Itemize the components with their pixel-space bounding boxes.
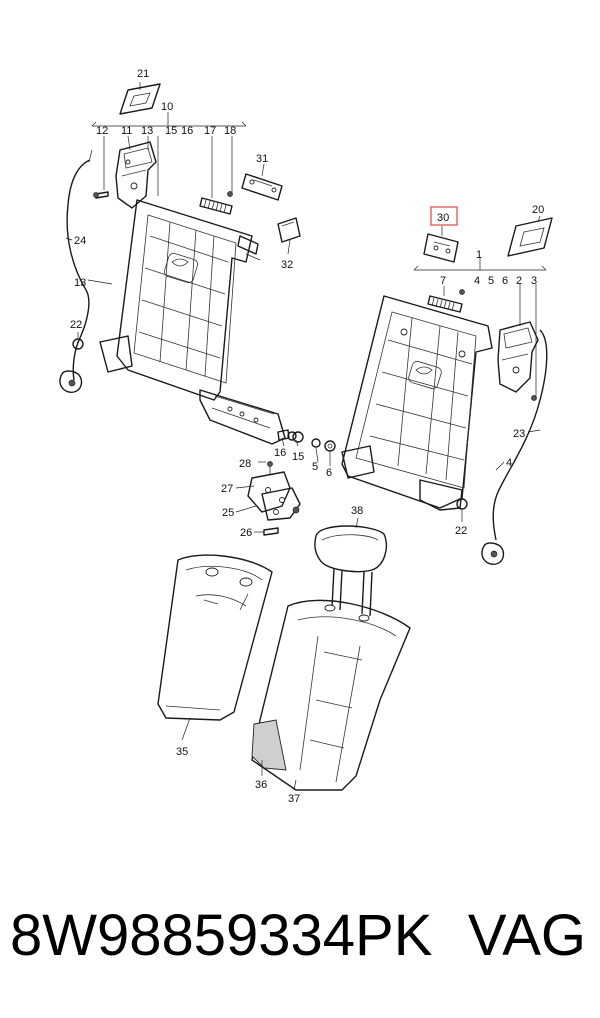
callout-18: 18 <box>224 125 236 137</box>
armrest-cushion <box>157 554 273 721</box>
callout-15: 15 <box>165 125 177 137</box>
callout-5: 5 <box>488 275 494 287</box>
callout-32: 32 <box>281 259 293 271</box>
callout-10: 10 <box>161 101 173 113</box>
callout-11: 11 <box>121 125 132 137</box>
callout-4: 4 <box>474 275 480 287</box>
leader-lines <box>65 82 547 791</box>
callout-labels: 21 10 12 11 13 15 16 17 18 31 24 13 32 2… <box>70 68 544 805</box>
left-pivot-cap <box>72 338 84 350</box>
left-backrest-frame <box>99 199 286 445</box>
part-number: 8W98859334PK <box>10 903 433 968</box>
left-latch-assembly <box>93 141 157 209</box>
caption-bar: 8W98859334PK VAG <box>0 896 600 976</box>
backrest-cover <box>251 599 411 791</box>
right-backrest-frame <box>341 295 493 511</box>
callout-27: 27 <box>221 483 233 495</box>
callout-5b: 5 <box>312 461 318 473</box>
clip-32 <box>277 217 301 243</box>
callout-20: 20 <box>532 204 544 216</box>
callout-4b: 4 <box>506 457 512 469</box>
callout-17: 17 <box>204 125 216 137</box>
callout-35: 35 <box>176 746 188 758</box>
callout-37: 37 <box>288 793 300 805</box>
right-latch-assembly <box>497 321 539 401</box>
foam-pad-36 <box>251 719 287 771</box>
left-striker-strip <box>199 191 233 215</box>
callout-36: 36 <box>255 779 267 791</box>
callout-23: 23 <box>513 428 525 440</box>
callout-12: 12 <box>96 125 108 137</box>
hinge-bracket <box>247 461 301 536</box>
callout-15b: 15 <box>292 451 304 463</box>
cover-plate <box>241 173 283 201</box>
left-cable <box>59 149 93 393</box>
part-20-trim <box>507 217 553 257</box>
callout-13: 13 <box>141 125 153 137</box>
callout-22-right: 22 <box>455 525 467 537</box>
callout-16b: 16 <box>274 447 286 459</box>
callout-22-left: 22 <box>70 319 82 331</box>
right-cable <box>481 329 548 565</box>
brand-label: VAG <box>467 903 586 968</box>
right-striker-strip <box>427 289 465 313</box>
callout-30-highlight <box>430 206 458 226</box>
callout-13b: 13 <box>74 277 86 289</box>
callout-28: 28 <box>239 458 251 470</box>
callout-3: 3 <box>531 275 537 287</box>
callout-2: 2 <box>516 275 522 287</box>
callout-16: 16 <box>181 125 193 137</box>
callout-31: 31 <box>256 153 268 165</box>
headrest <box>314 525 388 617</box>
callout-26: 26 <box>240 527 252 539</box>
callout-25: 25 <box>222 507 234 519</box>
callout-7: 7 <box>440 275 446 287</box>
highlighted-part-30 <box>423 233 459 263</box>
seat-backrest-exploded-diagram: 21 10 12 11 13 15 16 17 18 31 24 13 32 2… <box>59 68 553 805</box>
callout-1: 1 <box>476 249 482 261</box>
callout-6b: 6 <box>326 467 332 479</box>
center-bolts <box>277 429 336 452</box>
callout-24: 24 <box>74 235 86 247</box>
callout-6: 6 <box>502 275 508 287</box>
callout-30: 30 <box>437 212 449 224</box>
part-21-trim <box>119 83 161 115</box>
callout-38: 38 <box>351 505 363 517</box>
callout-21: 21 <box>137 68 149 80</box>
right-pivot-cap <box>456 498 468 510</box>
